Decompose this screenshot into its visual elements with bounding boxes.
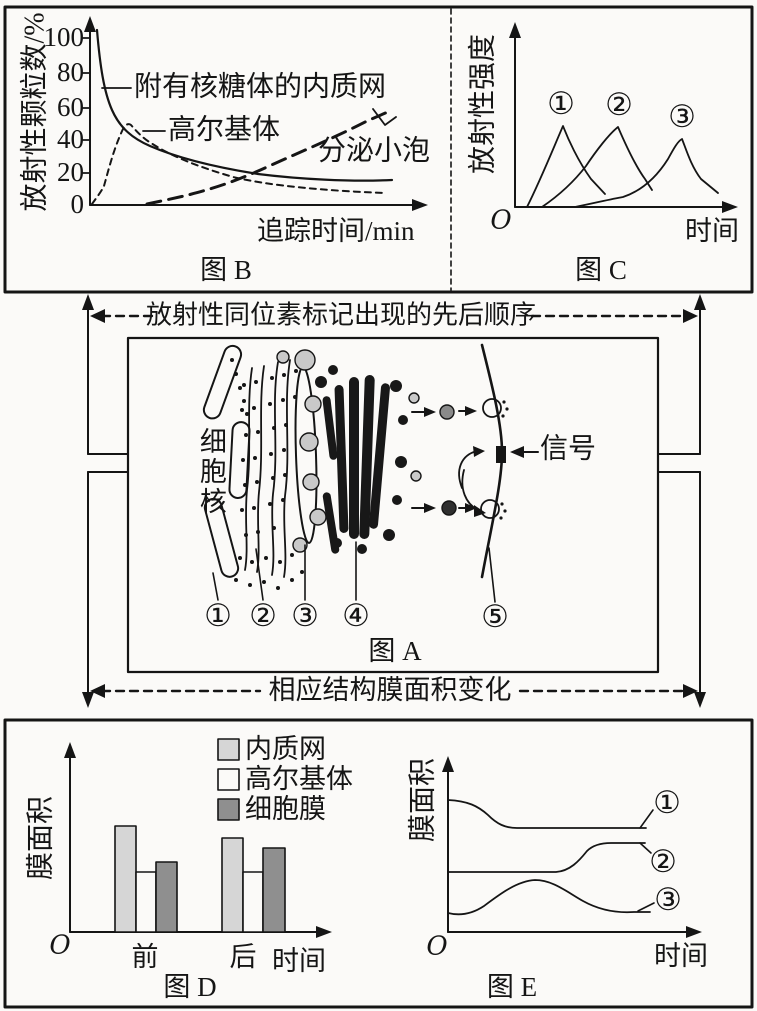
membrane-recycle-arrows <box>458 446 486 517</box>
e-x-axis-label: 时间 <box>654 941 708 972</box>
top-panel-box <box>3 5 754 294</box>
left-connector <box>82 294 129 708</box>
structure-number-leaders <box>212 541 496 603</box>
figure-b-plot <box>82 16 428 211</box>
figure-a-box <box>126 336 660 674</box>
b-tick-80: 80 <box>57 57 84 88</box>
c-peak-label-2: ② <box>605 86 633 123</box>
b-tick-60: 60 <box>57 92 84 123</box>
a-signal-label: 信号 <box>540 433 597 465</box>
c-curve-1 <box>526 125 606 208</box>
e-curve-label-3: ③ <box>654 881 682 918</box>
a-caption: 图 A <box>368 636 422 667</box>
legend-swatch-golgi <box>217 768 240 791</box>
a-structure-label-3: ③ <box>291 597 319 634</box>
c-x-axis-label: 时间 <box>685 216 739 247</box>
rough-er <box>244 359 291 578</box>
e-curve-1 <box>447 799 647 829</box>
legend-swatch-membrane <box>217 798 240 821</box>
c-x-axis-arrowhead <box>722 201 738 213</box>
c-curve-2 <box>541 126 653 208</box>
signal-receptor-square <box>496 446 506 463</box>
d-origin-label: O <box>49 930 71 961</box>
transport-vesicles <box>276 349 422 553</box>
ribosome-dots <box>230 358 304 590</box>
signal-arrow <box>510 446 539 458</box>
c-y-axis-arrowhead <box>509 22 521 38</box>
c-curve-3 <box>574 138 719 208</box>
e-y-axis-label: 膜面积 <box>407 757 439 843</box>
e-curve-3 <box>447 879 651 916</box>
b-tick-20: 20 <box>57 157 84 188</box>
e-x-axis-arrowhead <box>686 926 702 938</box>
golgi-apparatus <box>315 365 408 554</box>
a-structure-label-4: ④ <box>342 597 370 634</box>
a-structure-label-5: ⑤ <box>481 598 509 635</box>
bottom-connector-label: 相应结构膜面积变化 <box>268 675 512 706</box>
c-peak-label-3: ③ <box>668 98 696 135</box>
b-tick-40: 40 <box>57 124 84 155</box>
figure-c-plot <box>509 22 738 213</box>
d-x-axis-arrowhead <box>316 926 332 938</box>
d-legend-label-er: 内质网 <box>245 734 326 765</box>
d-legend-label-golgi: 高尔基体 <box>245 764 353 795</box>
e-origin-label: O <box>426 931 448 962</box>
d-bars-before <box>114 825 178 933</box>
a-structure-label-1: ① <box>204 597 232 634</box>
e-y-axis-arrowhead <box>442 756 454 772</box>
d-bars-after <box>221 837 286 933</box>
b-tick-marks <box>82 37 91 174</box>
b-curve-golgi <box>91 123 386 205</box>
d-caption: 图 D <box>163 972 217 1003</box>
b-curve-vesicle <box>145 109 392 206</box>
c-caption: 图 C <box>575 255 627 286</box>
legend-swatch-er <box>217 738 240 761</box>
b-tick-0: 0 <box>70 189 85 220</box>
top-connector-label: 放射性同位素标记出现的先后顺序 <box>145 300 537 330</box>
d-legend-label-membrane: 细胞膜 <box>245 794 326 825</box>
e-curve-label-2: ② <box>649 843 677 880</box>
d-category-before: 前 <box>131 942 159 973</box>
d-y-axis-arrowhead <box>64 742 76 758</box>
nuclear-envelope <box>202 344 251 578</box>
e-curve-2 <box>447 842 646 873</box>
b-x-axis-arrowhead <box>412 199 428 211</box>
top-dashed-arrow <box>90 309 698 323</box>
d-y-axis-label: 膜面积 <box>25 795 57 881</box>
e-curve-label-1: ① <box>653 784 681 821</box>
c-origin-label: O <box>490 205 512 236</box>
figure-d-plot <box>64 738 332 938</box>
a-structure-label-2: ② <box>249 597 277 634</box>
c-peak-label-1: ① <box>547 85 575 122</box>
e-curve-label-leaders <box>637 809 655 912</box>
secretion-path-upper <box>411 398 509 420</box>
bottom-panel-box <box>3 718 754 1009</box>
b-caption: 图 B <box>200 255 252 286</box>
e-caption: 图 E <box>486 972 538 1003</box>
b-x-axis-label: 追踪时间/min <box>257 216 415 247</box>
b-series-label-golgi: 高尔基体 <box>168 114 281 146</box>
figure-e-plot <box>442 756 702 938</box>
figure-a-drawing <box>202 343 539 603</box>
b-y-axis-arrowhead <box>84 16 96 32</box>
b-tick-100: 100 <box>43 22 85 53</box>
c-y-axis-label: 放射性强度 <box>467 33 499 175</box>
bottom-dashed-arrow <box>90 684 698 698</box>
b-series-label-er: 附有核糖体的内质网 <box>134 71 387 103</box>
d-x-axis-label: 时间 <box>272 946 326 977</box>
b-vesicle-label-leader <box>372 108 397 126</box>
b-series-label-vesicle: 分泌小泡 <box>318 135 431 167</box>
d-category-after: 后 <box>229 942 257 973</box>
d-legend-swatches <box>217 738 240 821</box>
right-connector <box>657 294 706 708</box>
a-nucleus-label: 细胞核 <box>195 427 226 517</box>
